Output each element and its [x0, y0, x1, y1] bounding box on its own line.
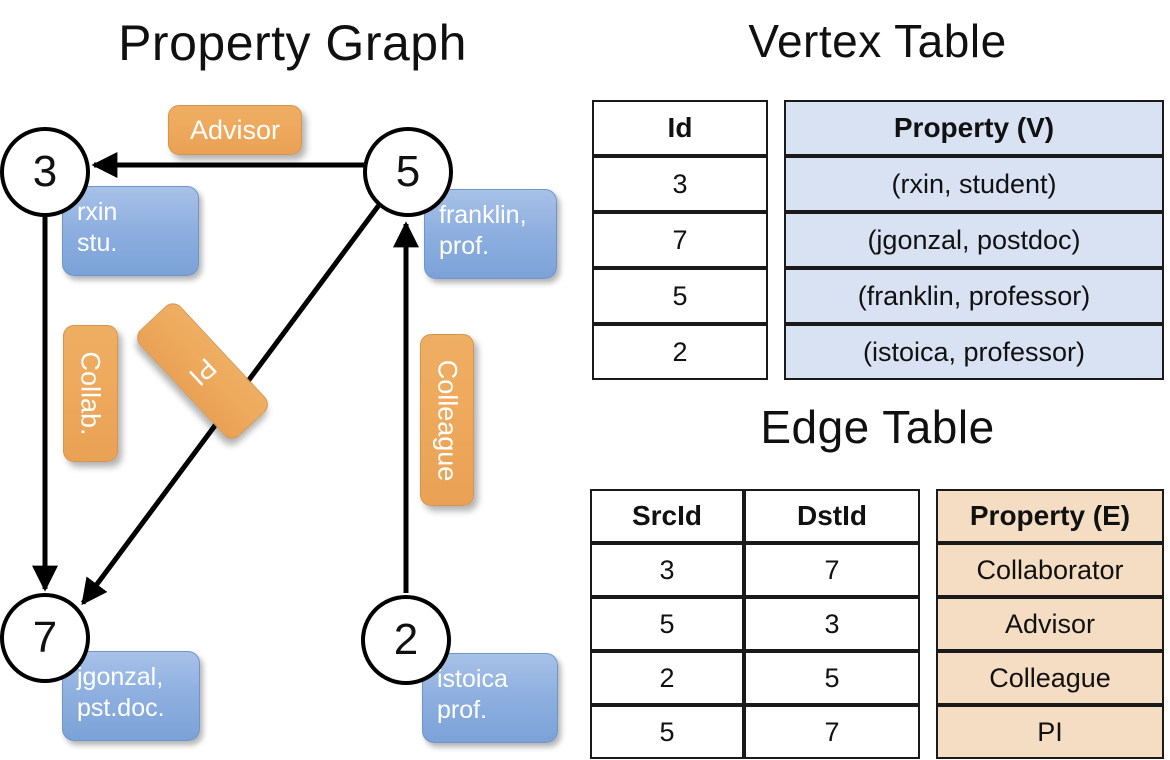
table-row[interactable]: 7 (jgonzal, postdoc)	[592, 212, 1164, 268]
edge-table-column-gap	[920, 705, 936, 759]
vertex-table-header-row: Id Property (V)	[592, 100, 1164, 156]
edge-row-0-src: 3	[590, 543, 744, 597]
edge-row-1-src: 5	[590, 597, 744, 651]
table-row[interactable]: 5 (franklin, professor)	[592, 268, 1164, 324]
vertex-label-3-line1: rxin	[77, 198, 118, 226]
vertex-table-column-gap	[768, 268, 784, 324]
vertex-label-5-line1: franklin,	[439, 201, 527, 229]
vertex-row-2-property: (franklin, professor)	[784, 268, 1164, 324]
edge-table: SrcId DstId Property (E) 3 7 Collaborato…	[590, 489, 1164, 759]
vertex-row-0-property: (rxin, student)	[784, 156, 1164, 212]
vertex-label-7-line1: jgonzal,	[77, 663, 164, 691]
vertex-table-header-property: Property (V)	[784, 100, 1164, 156]
vertex-label-3-line2: stu.	[77, 229, 118, 258]
edge-table-column-gap	[920, 651, 936, 705]
edge-row-3-property: PI	[936, 705, 1164, 759]
vertex-row-1-id: 7	[592, 212, 768, 268]
table-row[interactable]: 3 7 Collaborator	[590, 543, 1164, 597]
edge-table-column-gap	[920, 489, 936, 543]
vertex-row-2-id: 5	[592, 268, 768, 324]
edge-table-column-gap	[920, 543, 936, 597]
table-row[interactable]: 5 3 Advisor	[590, 597, 1164, 651]
edge-table-header-row: SrcId DstId Property (E)	[590, 489, 1164, 543]
edge-label-collab: Collab.	[63, 325, 118, 462]
property-graph-diagram: Advisor Collab. PI Colleague rxin stu. f…	[0, 105, 558, 743]
vertex-table: Id Property (V) 3 (rxin, student) 7 (jgo…	[592, 100, 1164, 380]
table-row[interactable]: 3 (rxin, student)	[592, 156, 1164, 212]
page-title-vertex-table: Vertex Table	[748, 15, 1007, 67]
edge-row-1-property: Advisor	[936, 597, 1164, 651]
vertex-label-5-line2: prof.	[439, 232, 490, 261]
edge-label-colleague: Colleague	[420, 334, 474, 506]
vertex-table-column-gap	[768, 212, 784, 268]
vertex-row-3-property: (istoica, professor)	[784, 324, 1164, 380]
graph-node-3[interactable]: 3	[0, 127, 90, 217]
edge-row-2-property: Colleague	[936, 651, 1164, 705]
edge-table-header-property: Property (E)	[936, 489, 1164, 543]
edge-label-advisor: Advisor	[168, 105, 302, 155]
edge-row-2-src: 2	[590, 651, 744, 705]
edge-row-3-src: 5	[590, 705, 744, 759]
vertex-label-3: rxin stu.	[62, 186, 199, 276]
edge-table-header-dstid: DstId	[744, 489, 920, 543]
graph-node-5[interactable]: 5	[363, 127, 453, 217]
edge-label-pi-text: PI	[183, 351, 223, 392]
vertex-table-column-gap	[768, 324, 784, 380]
page-title-property-graph: Property Graph	[118, 15, 467, 71]
graph-node-3-id: 3	[32, 147, 58, 196]
graph-node-2-id: 2	[393, 615, 419, 664]
vertex-label-7: jgonzal, pst.doc.	[62, 651, 200, 741]
table-row[interactable]: 5 7 PI	[590, 705, 1164, 759]
graph-node-7-id: 7	[32, 613, 58, 662]
edge-label-colleague-text: Colleague	[432, 359, 463, 481]
vertex-label-2-line1: istoica	[437, 665, 508, 693]
graph-node-5-id: 5	[395, 147, 421, 196]
graph-node-7[interactable]: 7	[0, 593, 90, 683]
edge-table-column-gap	[920, 597, 936, 651]
table-row[interactable]: 2 5 Colleague	[590, 651, 1164, 705]
edge-row-1-dst: 3	[744, 597, 920, 651]
vertex-table-column-gap	[768, 156, 784, 212]
edge-table-header-srcid: SrcId	[590, 489, 744, 543]
vertex-label-2: istoica prof.	[422, 653, 558, 743]
vertex-row-3-id: 2	[592, 324, 768, 380]
vertex-table-column-gap	[768, 100, 784, 156]
vertex-label-5: franklin, prof.	[424, 189, 557, 279]
edge-label-advisor-text: Advisor	[189, 114, 281, 145]
edge-label-collab-text: Collab.	[76, 351, 107, 436]
table-row[interactable]: 2 (istoica, professor)	[592, 324, 1164, 380]
vertex-label-2-line2: prof.	[437, 696, 488, 725]
edge-row-3-dst: 7	[744, 705, 920, 759]
vertex-label-7-line2: pst.doc.	[77, 694, 165, 723]
edge-row-0-property: Collaborator	[936, 543, 1164, 597]
vertex-row-0-id: 3	[592, 156, 768, 212]
graph-node-2[interactable]: 2	[361, 595, 451, 685]
vertex-row-1-property: (jgonzal, postdoc)	[784, 212, 1164, 268]
page-title-edge-table: Edge Table	[760, 401, 995, 453]
vertex-table-header-id: Id	[592, 100, 768, 156]
edge-row-2-dst: 5	[744, 651, 920, 705]
edge-row-0-dst: 7	[744, 543, 920, 597]
